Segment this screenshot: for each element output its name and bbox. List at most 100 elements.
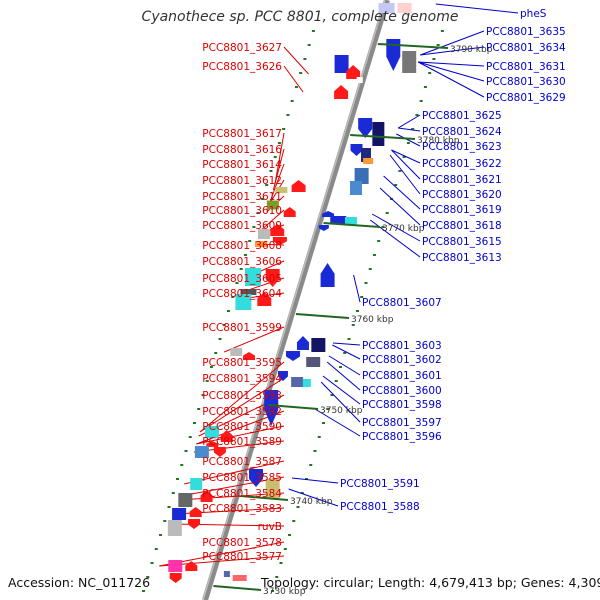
gene-label-left: ruvB: [258, 521, 282, 533]
tick-mark: [311, 30, 315, 32]
leader-line: [283, 46, 309, 75]
tick-mark: [436, 44, 440, 46]
tick-mark: [307, 44, 311, 46]
tick-mark: [184, 450, 188, 452]
leader-line: [312, 407, 361, 437]
leader-line: [389, 154, 421, 195]
gene-label-right: PCC8801_3634: [486, 42, 566, 54]
gene-feature: [206, 441, 219, 447]
gene-label-right: PCC8801_3629: [486, 92, 566, 104]
tick-mark: [239, 268, 243, 270]
tick-mark: [201, 394, 205, 396]
kbp-tick: [213, 585, 262, 591]
gene-feature: [266, 200, 279, 210]
gene-feature: [172, 508, 187, 520]
tick-mark: [303, 58, 307, 60]
gene-label-right: PCC8801_3603: [362, 340, 442, 352]
gene-feature: [349, 181, 362, 195]
leader-line: [420, 46, 485, 56]
leader-line: [291, 477, 339, 484]
tick-mark: [415, 114, 419, 116]
gene-label-right: PCC8801_3591: [340, 478, 420, 490]
tick-mark: [275, 576, 279, 578]
gene-feature: [244, 268, 261, 286]
leader-line: [420, 30, 485, 56]
leader-line: [391, 149, 421, 164]
gene-feature: [204, 426, 219, 438]
gene-feature: [291, 377, 304, 387]
gene-feature: [265, 269, 280, 287]
gene-feature: [223, 571, 230, 577]
kbp-label: 3780 kbp: [417, 136, 460, 146]
tick-mark: [294, 86, 298, 88]
gene-feature: [188, 519, 201, 529]
gene-label-left: PCC8801_3583: [202, 503, 282, 515]
kbp-label: 3760 kbp: [351, 315, 394, 325]
tick-mark: [150, 562, 154, 564]
leader-line: [326, 361, 361, 391]
gene-label-left: PCC8801_3606: [202, 256, 282, 268]
tick-mark: [283, 548, 287, 550]
kbp-label: 3730 kbp: [263, 587, 306, 597]
tick-mark: [209, 366, 213, 368]
gene-feature: [168, 560, 183, 572]
gene-feature: [169, 573, 182, 583]
gene-label-right: PCC8801_3613: [422, 252, 502, 264]
tick-mark: [288, 534, 292, 536]
tick-mark: [360, 296, 364, 298]
gene-feature: [243, 352, 256, 360]
gene-feature: [200, 490, 213, 502]
gene-label-right: PCC8801_3631: [486, 61, 566, 73]
tick-mark: [364, 282, 368, 284]
tick-mark: [394, 184, 398, 186]
leader-line: [417, 61, 485, 98]
kbp-label: 3740 kbp: [290, 497, 333, 507]
gene-feature: [190, 478, 203, 490]
gene-label-right: PCC8801_3635: [486, 26, 566, 38]
tick-mark: [292, 520, 296, 522]
leader-line: [332, 344, 361, 360]
leader-line: [224, 326, 285, 353]
gene-feature: [167, 520, 182, 536]
tick-mark: [260, 198, 264, 200]
gene-label-right: PCC8801_3622: [422, 158, 502, 170]
kbp-tick: [240, 495, 289, 501]
gene-feature: [249, 469, 264, 487]
gene-label-right: pheS: [520, 8, 547, 20]
tick-mark: [428, 72, 432, 74]
tick-mark: [381, 226, 385, 228]
tick-mark: [269, 170, 273, 172]
gene-label-right: PCC8801_3623: [422, 141, 502, 153]
tick-mark: [377, 240, 381, 242]
tick-mark: [205, 380, 209, 382]
tick-mark: [188, 436, 192, 438]
tick-mark: [256, 212, 260, 214]
gene-feature: [334, 85, 349, 99]
gene-label-left: PCC8801_3599: [202, 322, 282, 334]
tick-mark: [351, 324, 355, 326]
gene-feature: [350, 144, 363, 156]
gene-label-left: PCC8801_3587: [202, 456, 282, 468]
gene-label-right: PCC8801_3615: [422, 236, 502, 248]
gene-label-right: PCC8801_3598: [362, 399, 442, 411]
tick-mark: [171, 492, 175, 494]
gene-label-left: PCC8801_3605: [202, 273, 282, 285]
gene-feature: [272, 237, 287, 245]
gene-feature: [386, 39, 401, 71]
kbp-label: 3790 kbp: [450, 45, 493, 55]
gene-feature: [291, 180, 306, 192]
gene-feature: [277, 371, 288, 381]
gene-feature: [185, 561, 198, 571]
gene-feature: [220, 430, 233, 442]
leader-line: [418, 61, 485, 82]
gene-label-left: PCC8801_3594: [202, 373, 282, 385]
tick-mark: [368, 268, 372, 270]
gene-label-left: PCC8801_3609: [202, 220, 282, 232]
gene-label-right: PCC8801_3619: [422, 204, 502, 216]
tick-mark: [286, 114, 290, 116]
gene-label-right: PCC8801_3621: [422, 174, 502, 186]
gene-feature: [330, 216, 347, 224]
gene-label-left: PCC8801_3589: [202, 436, 282, 448]
leader-line: [322, 375, 361, 405]
gene-label-right: PCC8801_3597: [362, 417, 442, 429]
